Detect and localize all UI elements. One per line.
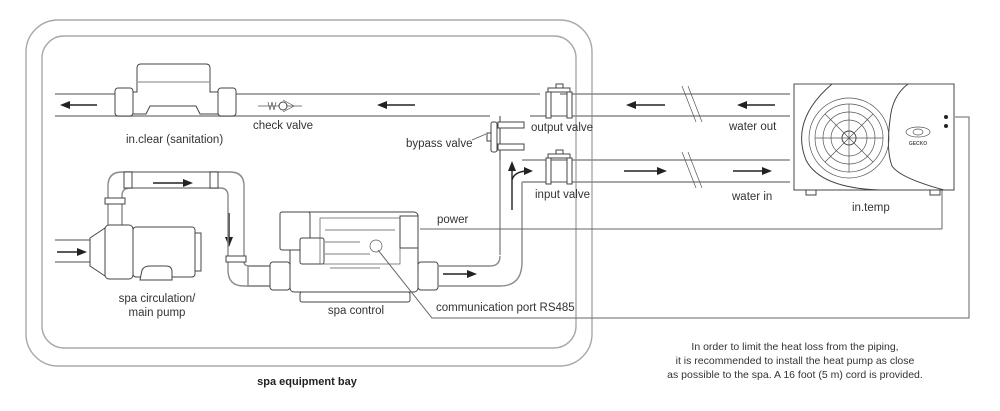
supply-pipe xyxy=(499,116,790,255)
label-spa-control: spa control xyxy=(328,305,384,317)
label-equipment-bay: spa equipment bay xyxy=(257,376,358,388)
intemp-heat-pump xyxy=(793,83,955,196)
inclear-sanitation-device xyxy=(114,63,237,117)
label-power: power xyxy=(437,214,468,226)
label-input-valve: input valve xyxy=(535,189,590,201)
note-line-1: In order to limit the heat loss from the… xyxy=(691,341,898,353)
spa-control-unit xyxy=(247,211,523,303)
label-comm-port: communication port RS485 xyxy=(436,302,575,314)
equipment-bay-inner-border xyxy=(41,35,577,349)
check-valve-icon xyxy=(258,99,302,113)
pipe-break-marks xyxy=(681,85,703,189)
bypass-valve xyxy=(471,121,525,153)
equipment-bay-outer-border xyxy=(25,19,593,367)
brand-label: GECKO xyxy=(909,141,927,147)
label-water-in: water in xyxy=(731,191,772,203)
input-valve xyxy=(545,149,573,185)
flow-arrows xyxy=(57,101,775,278)
label-pump-line1: spa circulation/ xyxy=(119,293,197,305)
pump-loop-pipe xyxy=(55,171,270,287)
note-line-2: it is recommended to install the heat pu… xyxy=(676,355,915,367)
note-line-3: as possible to the spa. A 16 foot (5 m) … xyxy=(667,369,923,381)
label-intemp: in.temp xyxy=(852,202,890,214)
label-inclear: in.clear (sanitation) xyxy=(126,134,223,146)
output-valve xyxy=(545,83,573,119)
label-water-out: water out xyxy=(728,121,777,133)
label-output-valve: output valve xyxy=(531,122,593,134)
circulation-pump xyxy=(89,224,202,281)
label-bypass-valve: bypass valve xyxy=(406,138,472,150)
label-check-valve: check valve xyxy=(253,120,313,132)
label-pump-line2: main pump xyxy=(129,307,186,319)
gecko-logo-icon: GECKO xyxy=(905,126,931,147)
